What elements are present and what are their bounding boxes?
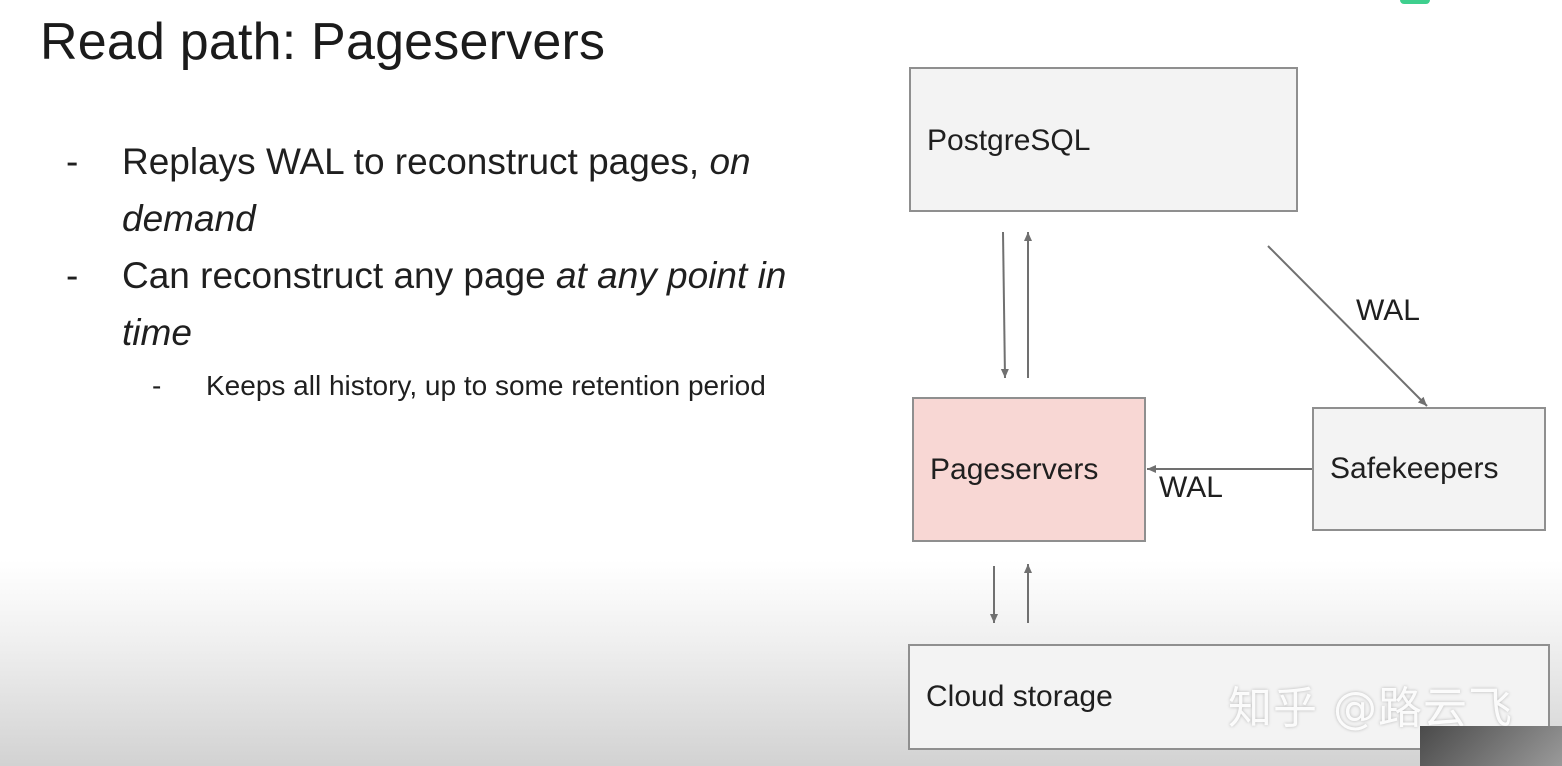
- bullet-dash: -: [66, 141, 79, 182]
- pageservers-box: Pageservers: [912, 397, 1146, 542]
- safekeepers-label: Safekeepers: [1330, 452, 1499, 485]
- postgresql-label: PostgreSQL: [927, 124, 1091, 157]
- sub-bullet-text: Keeps all history, up to some retention …: [206, 370, 766, 401]
- sub-bullet-dash: -: [152, 370, 162, 401]
- bullet-plain-text: Replays WAL to reconstruct pages,: [122, 141, 710, 182]
- corner-video-thumbnail: [1420, 726, 1562, 766]
- bullet-text: Replays WAL to reconstruct pages, on dem…: [122, 133, 842, 247]
- wal-label-postgres-safekeepers: WAL: [1356, 294, 1420, 327]
- pageservers-label: Pageservers: [930, 452, 1099, 486]
- bullet-dash: -: [66, 255, 79, 296]
- cloud-storage-label: Cloud storage: [926, 680, 1113, 713]
- bullet-plain-text: Can reconstruct any page: [122, 255, 556, 296]
- bullet-emphasis-text: at any point in time: [122, 255, 787, 353]
- arrow-postgres-to-safekeepers: [1267, 245, 1428, 407]
- bullet-emphasis-text: on demand: [122, 141, 751, 239]
- postgresql-box: PostgreSQL: [909, 67, 1298, 212]
- arrow-postgres-to-pageservers: [1000, 231, 1009, 379]
- bullet-text: Can reconstruct any page at any point in…: [122, 247, 842, 361]
- top-accent-mark: [1400, 0, 1430, 4]
- wal-label-safekeepers-pageservers: WAL: [1159, 471, 1223, 504]
- safekeepers-box: Safekeepers: [1312, 407, 1546, 531]
- slide-title: Read path: Pageservers: [40, 13, 606, 71]
- watermark-text: 知乎 @路云飞: [1228, 683, 1513, 734]
